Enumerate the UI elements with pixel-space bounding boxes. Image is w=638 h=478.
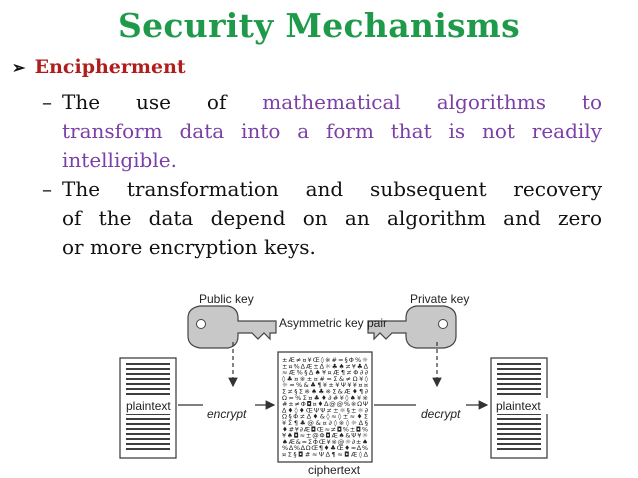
- public-key-label: Public key: [199, 292, 254, 306]
- slide-title: Security Mechanisms: [117, 6, 521, 45]
- text-highlight: mathematical algorithms to: [262, 90, 602, 114]
- sub-bullet-1-line-2: transform data into a form that is not r…: [62, 119, 602, 143]
- arrow-bullet-icon: ➢: [12, 58, 26, 77]
- public-key-icon: [187, 305, 277, 349]
- cipher-glyph-row: ☼≈%&♣¶¥±¥Ψ¥¥¤¤: [282, 381, 368, 389]
- bullet-heading-text: Encipherment: [34, 56, 186, 78]
- cipher-glyph-row: %∆%∆ΩŒ¶♦♣Œ♦≈∆%: [282, 444, 368, 452]
- cipher-glyph-row: #±≠Φ◘¤♦∆@@%※ΩΨ: [282, 400, 368, 408]
- sub-bullet-1-line-1: The use of mathematical algorithms to: [62, 88, 602, 117]
- plaintext-left-label: plaintext: [126, 399, 171, 413]
- dash-icon: –: [42, 90, 52, 114]
- sub-bullet-2: – The transformation and subsequent reco…: [42, 175, 602, 262]
- cipher-glyph-row: ±Æ≠¤¥Œ◊※#≈§Φ%☼: [282, 356, 368, 364]
- plaintext-document-right: [490, 357, 548, 459]
- cipher-glyph-row: ♠Æ&≈ΣΦŒ¥※@☼∂±♠: [282, 438, 368, 446]
- private-key-label: Private key: [410, 292, 469, 306]
- decrypt-label: decrypt: [421, 407, 461, 421]
- ciphertext-document: ±Æ≠¤¥Œ◊※#≈§Φ%☼±¤%∆Æ±∆☼♣♠≠¥♣∆≈Æ%§∆♠¥¤Æ¶≠Φ…: [277, 351, 373, 463]
- ciphertext-label: ciphertext: [308, 463, 361, 477]
- sub-bullet-1: – The use of mathematical algorithms to …: [42, 88, 602, 175]
- cipher-glyph-row: Ω≈%Σ¤♣♦∂#¥◊♠¥※: [282, 394, 368, 402]
- encrypt-label: encrypt: [207, 407, 247, 421]
- cipher-glyph-row: ∆♦◊♦ŒΨΨ≠±☼§±☼∂: [281, 406, 368, 414]
- bullet-heading: ➢ Encipherment: [12, 56, 186, 78]
- key-pair-label: Asymmetric key pair: [279, 316, 387, 330]
- plaintext-document-left: [119, 357, 177, 459]
- cipher-glyph-row: ≈Æ%§∆♠¥¤Æ¶≠Φ∂∂: [282, 369, 368, 377]
- cipher-glyph-row: ¤Σ§◘#≈Ψ∆¶≈◘Æ◊∆: [282, 451, 369, 459]
- sub-bullet-1-line-3: intelligible.: [62, 148, 177, 172]
- cipher-glyph-row: ±¤%∆Æ±∆☼♣♠≠¥♣∆: [282, 362, 369, 370]
- text-plain: The use of: [62, 90, 263, 114]
- private-key-icon: [367, 305, 457, 349]
- sub-bullet-2-line-3: or more encryption keys.: [62, 235, 316, 259]
- sub-bullet-2-line-1: The transformation and subsequent recove…: [62, 177, 602, 201]
- dash-icon: –: [42, 177, 52, 201]
- cipher-glyph-row: ¥♠◘≈±@Φ◘Æ♠&Ψ¥☼: [282, 432, 368, 440]
- cipher-glyph-row: ♦#¥∂Æ◘Œ≈≠◘%±◘%: [282, 425, 368, 433]
- sub-bullet-2-line-2: of the data depend on an algorithm and z…: [62, 206, 602, 230]
- cipher-glyph-row: ¥Σ¶♣@&¤∂◊※◊☼∆§: [282, 419, 368, 427]
- plaintext-right-label: plaintext: [496, 399, 541, 413]
- cipher-glyph-row: Σ≠§Σ※♠♣※Σ&Æ♦¶∂: [282, 388, 368, 396]
